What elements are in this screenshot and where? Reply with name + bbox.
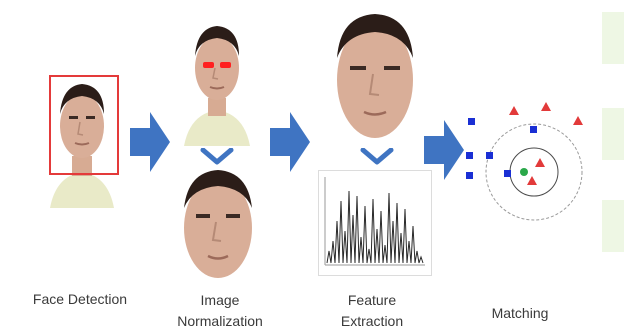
right-arrow-2 [270, 110, 310, 174]
face-detection-photo [42, 64, 122, 208]
label-line: Extraction [312, 311, 432, 332]
chevron-down-icon-1 [200, 148, 234, 166]
label-line: Face Detection [12, 289, 148, 310]
label-line: Feature [312, 290, 432, 311]
stage-label-matching: Matching [460, 303, 580, 324]
normalization-photo-bottom [178, 168, 258, 284]
matching-cluster-plot [460, 96, 590, 236]
decorative-panel-middle [602, 108, 624, 160]
stage-label-feature-extraction: Feature Extraction [312, 290, 432, 332]
feature-extraction-photo [330, 10, 420, 144]
decorative-panel-top [602, 12, 624, 64]
right-arrow-1 [130, 110, 170, 174]
label-line: Normalization [150, 311, 290, 332]
feature-signal-plot [318, 170, 432, 276]
normalization-photo-top [180, 12, 254, 146]
decorative-panel-bottom [602, 200, 624, 252]
chevron-down-icon-2 [360, 148, 394, 166]
label-line: Matching [460, 303, 580, 324]
stage-label-face-detection: Face Detection [12, 289, 148, 310]
label-line: Image [150, 290, 290, 311]
right-arrow-3 [424, 118, 464, 182]
stage-label-image-normalization: Image Normalization [150, 290, 290, 332]
